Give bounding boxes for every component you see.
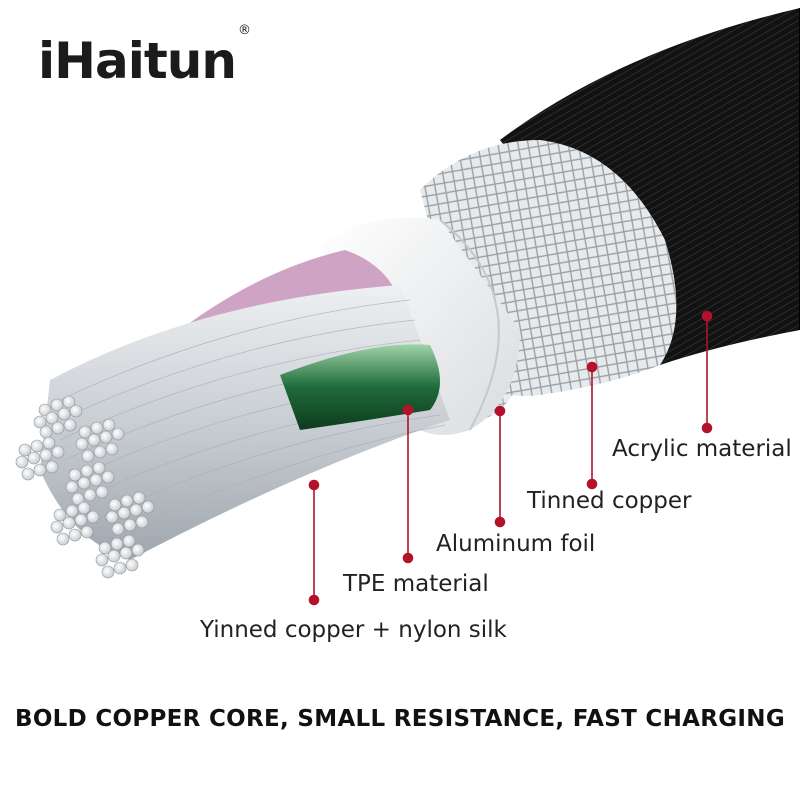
- callout-aluminum-foil: Aluminum foil: [436, 531, 596, 557]
- callout-line-yinned-copper: [308, 479, 320, 606]
- callout-yinned-copper-nylon-silk: Yinned copper + nylon silk: [200, 617, 507, 643]
- callout-line-tinned-copper: [586, 361, 598, 490]
- tagline: BOLD COPPER CORE, SMALL RESISTANCE, FAST…: [14, 706, 786, 732]
- callout-tinned-copper: Tinned copper: [527, 488, 692, 514]
- tpe-green-core: [280, 344, 440, 430]
- brand-name: iHaitun: [38, 32, 237, 90]
- callout-acrylic-material: Acrylic material: [612, 436, 792, 462]
- brand-logo: iHaitun®: [38, 23, 251, 90]
- acrylic-jacket: [500, 8, 800, 365]
- callout-line-tpe: [402, 404, 414, 564]
- callout-tpe-material: TPE material: [343, 571, 489, 597]
- registered-mark: ®: [237, 23, 251, 39]
- pink-inner-wrap: [180, 250, 395, 330]
- callout-line-acrylic: [701, 310, 713, 434]
- strand-end-clusters: [15, 395, 155, 579]
- callout-lines: [308, 310, 713, 606]
- copper-strand-bundle: [40, 285, 450, 560]
- callout-line-aluminum-foil: [494, 405, 506, 528]
